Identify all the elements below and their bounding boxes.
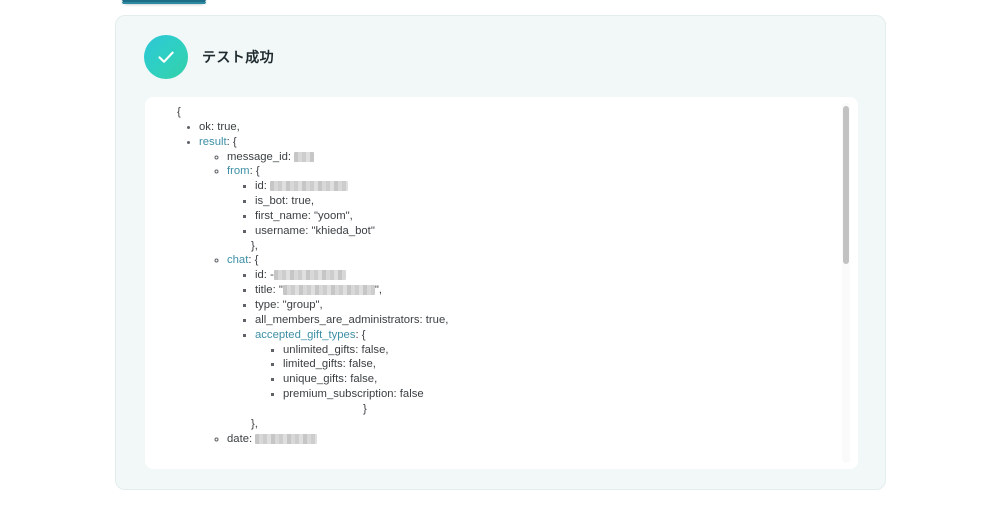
list-item: limited_gifts: false, [283, 357, 858, 372]
list-item: title: " ", [255, 283, 858, 298]
json-value: : true, [210, 120, 240, 133]
json-close-brace: }, [251, 239, 258, 252]
json-key: first_name [255, 209, 308, 222]
redacted-value [255, 433, 318, 444]
redacted-value [282, 285, 375, 296]
list-item: id: - [255, 268, 858, 283]
json-value-suffix: ", [374, 284, 383, 297]
json-value: : false, [343, 373, 378, 386]
json-key: ok [199, 120, 211, 133]
json-key: limited_gifts [283, 358, 343, 371]
json-value: : - [263, 269, 274, 282]
json-key: date [227, 432, 249, 445]
json-level-2b: chat: { id: - title: "", [199, 253, 858, 416]
json-level-3: id: is_bot: true, first_name: "yoom", [227, 179, 858, 238]
redacted-value [273, 270, 346, 281]
list-item: first_name: "yoom", [255, 209, 858, 224]
json-key: premium_subscription [283, 388, 394, 401]
json-value: : false [393, 388, 424, 401]
json-level-1: ok: true, result: { message_id: from: { [175, 120, 858, 447]
json-value: : false, [355, 343, 389, 356]
json-level-2: message_id: from: { id: [199, 150, 858, 239]
json-key: username [255, 224, 306, 237]
json-value: : { [249, 165, 260, 178]
scrollbar-thumb[interactable] [843, 106, 849, 264]
json-level-3b: id: - title: " ", type: "group", [227, 268, 858, 416]
json-scroll-area[interactable]: { ok: true, result: { message_id: [145, 97, 858, 469]
json-key: chat [227, 254, 249, 267]
json-value: : false, [342, 358, 376, 371]
json-key: type [255, 298, 277, 311]
list-item: is_bot: true, [255, 194, 858, 209]
json-value: : [287, 150, 295, 163]
json-key: unlimited_gifts [283, 343, 356, 356]
json-close-brace: } [363, 402, 367, 415]
json-value: : true, [285, 195, 315, 208]
check-circle-icon [144, 35, 188, 79]
list-item: unique_gifts: false, [283, 372, 858, 387]
json-result-panel: { ok: true, result: { message_id: [145, 97, 858, 469]
list-item: result: { message_id: from: { id: [199, 135, 858, 447]
json-value: : "khieda_bot" [305, 224, 375, 237]
json-key: id [255, 269, 264, 282]
list-item: ok: true, [199, 120, 858, 135]
json-value: : [263, 180, 271, 193]
list-item: message_id: [227, 150, 858, 165]
json-value: : [249, 432, 256, 445]
json-level-2c: date: [199, 432, 858, 447]
list-item: premium_subscription: false [283, 387, 858, 402]
json-value: : " [272, 284, 283, 297]
list-item: chat: { id: - title: "", [227, 253, 858, 416]
list-item: type: "group", [255, 298, 858, 313]
json-key: unique_gifts [283, 373, 344, 386]
json-close-brace: }, [251, 417, 258, 430]
list-item: unlimited_gifts: false, [283, 343, 858, 358]
list-item: all_members_are_administrators: true, [255, 313, 858, 328]
list-item: username: "khieda_bot" [255, 224, 858, 239]
json-value: : true, [419, 313, 449, 326]
json-key: from [227, 165, 250, 178]
redacted-value [294, 151, 315, 162]
json-key: all_members_are_administrators [255, 313, 420, 326]
page-title: テスト成功 [202, 49, 274, 65]
card-header: テスト成功 [144, 35, 274, 79]
json-value: : { [248, 254, 259, 267]
json-value: : { [226, 135, 237, 148]
json-tree: { ok: true, result: { message_id: [145, 105, 858, 446]
list-item: date: [227, 432, 858, 447]
primary-action-button-highlight [122, 2, 206, 4]
json-value: : { [355, 328, 366, 341]
json-key: is_bot [255, 195, 286, 208]
json-level-4: unlimited_gifts: false, limited_gifts: f… [255, 343, 858, 402]
redacted-value [270, 181, 349, 192]
json-key: id [255, 180, 264, 193]
json-key: message_id [227, 150, 288, 163]
list-item: accepted_gift_types: { unlimited_gifts: … [255, 328, 858, 417]
json-open-brace: { [177, 106, 181, 118]
list-item: from: { id: is_bot: true, [227, 164, 858, 238]
json-key: title [255, 284, 273, 297]
json-key: result [199, 135, 227, 148]
json-value: : "yoom", [307, 209, 353, 222]
test-result-card: テスト成功 { ok: true, result: { mess [115, 15, 886, 490]
list-item: id: [255, 179, 858, 194]
vertical-scrollbar[interactable] [842, 103, 850, 463]
json-key: accepted_gift_types [255, 328, 356, 341]
json-value: : "group", [276, 298, 323, 311]
